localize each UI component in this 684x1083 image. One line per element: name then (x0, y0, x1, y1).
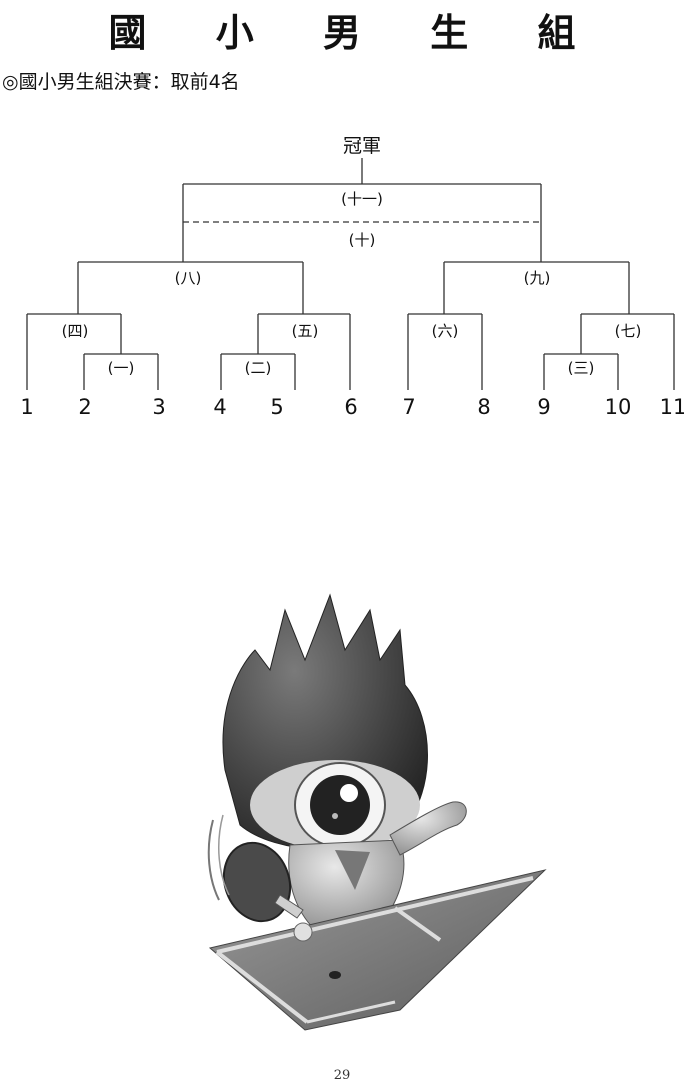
seed-9: 9 (537, 395, 550, 419)
seed-5: 5 (270, 395, 283, 419)
seed-2: 2 (78, 395, 91, 419)
seed-10: 10 (605, 395, 632, 419)
seed-4: 4 (213, 395, 226, 419)
champion-label: 冠軍 (343, 135, 381, 157)
match-label-10: (十) (349, 231, 376, 249)
match-label-9: (九) (524, 269, 551, 287)
match-label-11: (十一) (341, 190, 383, 208)
tournament-bracket: 冠軍 (十一) (十) (八) (九) (四) (一) (五) (二) (六) … (20, 135, 684, 419)
match-label-3: (三) (568, 359, 595, 377)
match-label-1: (一) (108, 359, 135, 377)
match-label-4: (四) (62, 322, 89, 340)
match-label-2: (二) (245, 359, 272, 377)
page-title: 國 小 男 生 組 (108, 11, 604, 55)
table-tennis-mascot-icon (207, 593, 547, 1031)
match-label-6: (六) (432, 322, 459, 340)
page-number: 29 (333, 1068, 351, 1083)
seed-7: 7 (402, 395, 415, 419)
match-label-8: (八) (175, 269, 202, 287)
seed-6: 6 (344, 395, 357, 419)
match-label-7: (七) (615, 322, 642, 340)
seed-8: 8 (477, 395, 490, 419)
match-label-5: (五) (292, 322, 319, 340)
seed-11: 11 (660, 395, 684, 419)
seed-1: 1 (20, 395, 33, 419)
section-subtitle: ◎國小男生組決賽：取前4名 (2, 71, 240, 93)
seed-3: 3 (152, 395, 165, 419)
